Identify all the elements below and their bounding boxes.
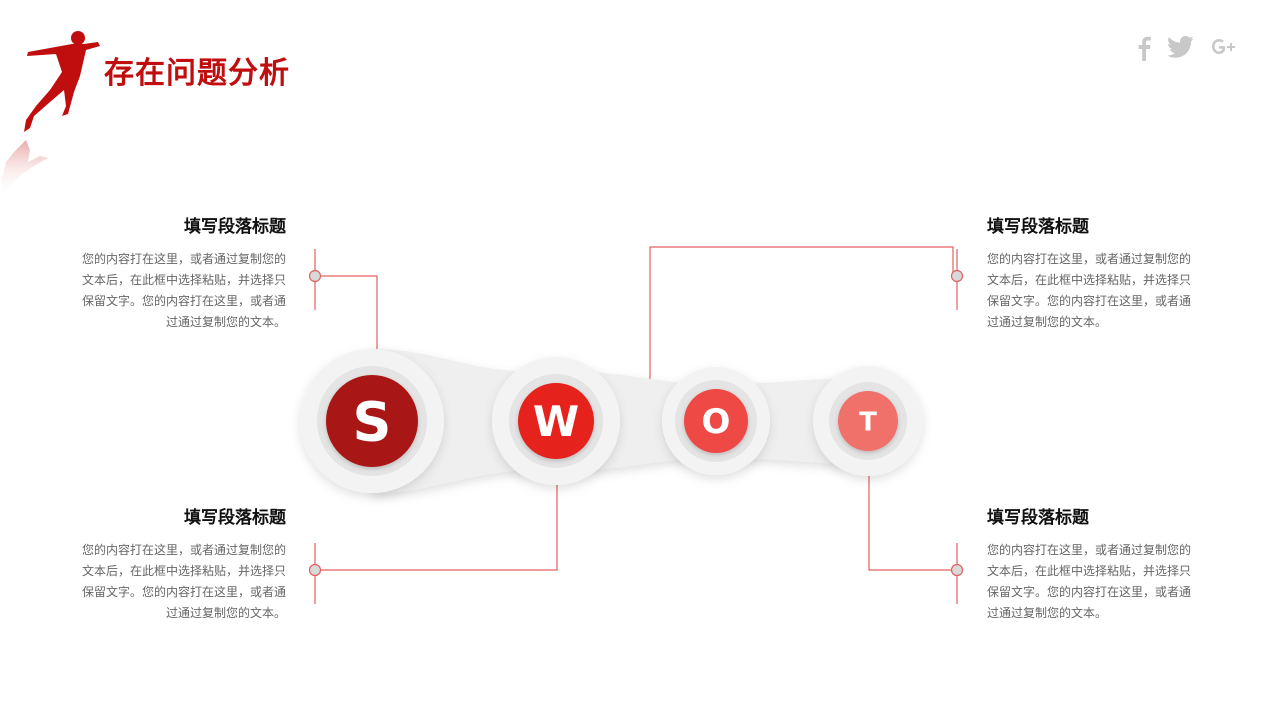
swot-letter: S: [353, 390, 392, 453]
google-plus-icon[interactable]: [1209, 34, 1239, 62]
connector-dot: [308, 563, 322, 577]
page-title: 存在问题分析: [104, 56, 290, 91]
text-block-bottom-right: 填写段落标题 您的内容打在这里，或者通过复制您的文本后，在此框中选择粘贴，并选择…: [987, 503, 1197, 624]
node-fill: [684, 389, 748, 453]
swot-node-w: W: [492, 357, 620, 485]
facebook-icon[interactable]: [1131, 34, 1157, 62]
text-block-bottom-left: 填写段落标题 您的内容打在这里，或者通过复制您的文本后，在此框中选择粘贴，并选择…: [76, 503, 286, 624]
block-title: 填写段落标题: [987, 217, 1089, 237]
runner-logo-icon: [0, 31, 100, 198]
block-title: 填写段落标题: [987, 508, 1089, 528]
node-fill: [838, 391, 898, 451]
twitter-icon[interactable]: [1166, 34, 1196, 62]
block-text: 您的内容打在这里，或者通过复制您的文本后，在此框中选择粘贴，并选择只保留文字。您…: [987, 252, 1192, 329]
connector-dot: [950, 563, 964, 577]
swot-letter: W: [533, 397, 579, 446]
block-title: 填写段落标题: [184, 508, 286, 528]
node-fill: [326, 375, 418, 467]
swot-letter: O: [702, 402, 731, 442]
block-text: 您的内容打在这里，或者通过复制您的文本后，在此框中选择粘贴，并选择只保留文字。您…: [987, 543, 1192, 620]
block-text: 您的内容打在这里，或者通过复制您的文本后，在此框中选择粘贴，并选择只保留文字。您…: [81, 252, 286, 329]
node-fill: [518, 383, 594, 459]
text-block-top-left: 填写段落标题 您的内容打在这里，或者通过复制您的文本后，在此框中选择粘贴，并选择…: [76, 212, 286, 333]
block-title: 填写段落标题: [184, 217, 286, 237]
swot-node-t: T: [813, 366, 923, 476]
swot-node-o: O: [662, 367, 770, 475]
swot-node-s: S: [300, 349, 444, 493]
connector-line: [868, 450, 957, 571]
connector-dot: [308, 269, 322, 283]
swot-letter: T: [859, 407, 877, 437]
text-block-top-right: 填写段落标题 您的内容打在这里，或者通过复制您的文本后，在此框中选择粘贴，并选择…: [987, 212, 1197, 333]
block-text: 您的内容打在这里，或者通过复制您的文本后，在此框中选择粘贴，并选择只保留文字。您…: [81, 543, 286, 620]
connector-line: [315, 470, 558, 571]
connector-dot: [950, 269, 964, 283]
connector-line: [315, 275, 378, 372]
